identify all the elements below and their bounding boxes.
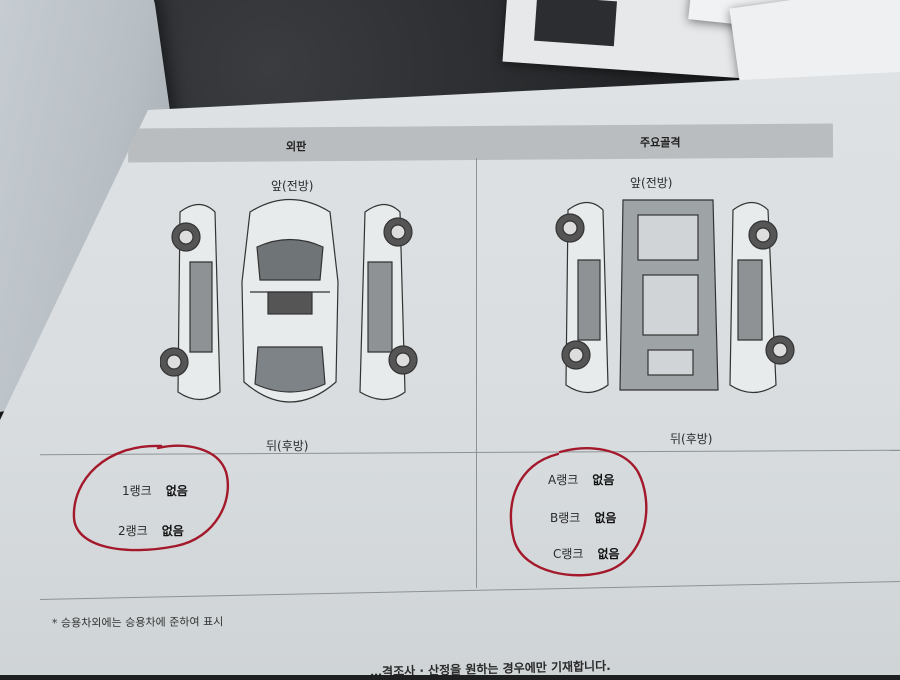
rank-value: 없음 bbox=[165, 484, 188, 498]
rank-row-2: 2랭크 없음 bbox=[118, 522, 184, 539]
left-front-label: 앞(전방) bbox=[271, 179, 314, 193]
rank-value: 없음 bbox=[161, 524, 184, 538]
rank-value: 없음 bbox=[597, 547, 620, 561]
bottom-note: …격조사 · 산정을 원하는 경우에만 기재합니다. bbox=[369, 658, 611, 680]
rank-row-a: A랭크 없음 bbox=[548, 471, 614, 488]
footnote: * 승용차외에는 승용차에 준하여 표시 bbox=[51, 615, 224, 630]
rank-row-c: C랭크 없음 bbox=[553, 545, 620, 562]
rank-label: C랭크 bbox=[553, 547, 584, 561]
rank-label: B랭크 bbox=[550, 511, 581, 525]
header-main-frame: 주요골격 bbox=[640, 136, 681, 149]
diagram-bottom-divider bbox=[40, 449, 900, 456]
right-front-label: 앞(전방) bbox=[630, 176, 673, 190]
rank-row-1: 1랭크 없음 bbox=[122, 482, 188, 499]
main-frame-car-diagram bbox=[555, 199, 795, 394]
rank-label: A랭크 bbox=[548, 473, 579, 487]
rank-value: 없음 bbox=[594, 511, 617, 525]
exterior-panel-car-diagram bbox=[160, 198, 418, 403]
rank-row-b: B랭크 없음 bbox=[550, 509, 616, 526]
left-rear-label: 뒤(후방) bbox=[266, 439, 309, 453]
receipt-photo bbox=[534, 0, 617, 47]
section-header-bar bbox=[127, 123, 834, 163]
rank-value: 없음 bbox=[592, 473, 615, 487]
rank-label: 2랭크 bbox=[118, 524, 148, 538]
column-divider bbox=[476, 158, 477, 588]
section-bottom-divider bbox=[40, 580, 900, 601]
header-exterior-panel: 외판 bbox=[286, 140, 307, 153]
red-annotation-circle-left bbox=[72, 444, 230, 552]
right-rear-label: 뒤(후방) bbox=[670, 432, 713, 446]
rank-label: 1랭크 bbox=[122, 484, 152, 498]
